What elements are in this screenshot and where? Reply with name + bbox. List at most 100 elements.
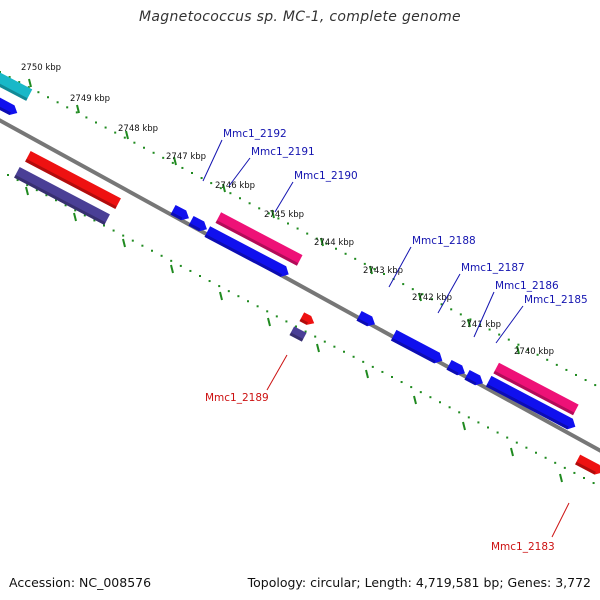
upper-ruler-dot (527, 348, 529, 351)
kbp-label: 2745 kbp (264, 210, 304, 220)
kbp-label: 2741 kbp (461, 320, 501, 330)
lower-ruler-dot (16, 179, 19, 182)
gene-blue-edge (0, 94, 18, 116)
gene-cyan-body (0, 67, 33, 101)
gene-label: Mmc1_2190 (294, 170, 358, 182)
major-tick (76, 104, 80, 114)
upper-ruler-dot (277, 217, 280, 220)
gene-pink-1 (215, 212, 303, 266)
gene-red-3-shade (575, 461, 596, 475)
upper-ruler-dot (383, 272, 385, 275)
gene-slate-2-shade (289, 332, 304, 342)
lower-ruler-dot (439, 401, 441, 404)
upper-ruler-dot (56, 101, 59, 104)
lower-ruler-dot (131, 239, 134, 242)
gene-blue-8-shade (485, 383, 569, 430)
upper-ruler-dot (488, 328, 491, 331)
upper-ruler-dot (8, 76, 11, 79)
major-tick (271, 209, 275, 219)
gene-label: Mmc1_2187 (461, 262, 525, 274)
kbp-label: 2742 kbp (412, 293, 452, 303)
major-tick (418, 292, 422, 302)
upper-ruler-dot (555, 363, 558, 366)
lower-ruler-dot (7, 174, 9, 176)
upper-ruler-dot (517, 343, 520, 346)
gene-blue-3-body (204, 226, 289, 277)
upper-ruler-dot (296, 227, 299, 230)
gene-slate-2-body (289, 326, 307, 342)
lower-ruler-dot (26, 184, 29, 187)
upper-ruler-dot (162, 156, 165, 159)
lower-ruler-dot (371, 365, 374, 368)
lower-ruler-dot (208, 280, 211, 283)
upper-ruler-dot (18, 81, 21, 84)
lower-ruler-dot (496, 431, 499, 434)
upper-ruler-dot (354, 257, 357, 260)
upper-ruler-dot (114, 131, 117, 134)
gene-blue-6-body (446, 359, 465, 376)
gene-slate-1-body (14, 166, 110, 226)
callout-line (266, 354, 288, 391)
upper-ruler-dot (469, 318, 472, 321)
upper-ruler-dot (191, 171, 193, 174)
upper-ruler-dot (258, 207, 261, 210)
lower-ruler-dot (64, 204, 67, 207)
gene-label: Mmc1_2183 (491, 541, 555, 553)
lower-ruler-dot (362, 360, 365, 363)
gene-label: Mmc1_2192 (223, 128, 287, 140)
upper-ruler-dot (440, 303, 443, 306)
lower-ruler-dot (227, 290, 230, 293)
lower-ruler-dot (506, 436, 509, 439)
gene-slate-2 (289, 326, 307, 342)
lower-ruler-dot (314, 335, 317, 338)
major-tick (516, 345, 520, 355)
upper-ruler-dot (152, 151, 155, 154)
upper-ruler-dot (66, 106, 69, 109)
gene-blue-1-body (170, 204, 189, 221)
lower-ruler-dot (74, 209, 77, 212)
gene-blue-2 (188, 215, 207, 232)
upper-ruler-dot (219, 187, 222, 190)
accession-text: Accession: NC_008576 (9, 575, 152, 590)
upper-ruler-dot (575, 373, 577, 376)
lower-ruler-dot (237, 295, 240, 298)
upper-ruler-dot (431, 298, 433, 301)
lower-ruler-dot (477, 421, 480, 424)
upper-ruler-dot (27, 86, 30, 89)
gene-blue-1-shade (170, 212, 183, 221)
gene-blue-3 (204, 226, 289, 277)
lower-ruler-dot (515, 441, 518, 444)
lower-ruler-dot (400, 381, 403, 384)
kbp-label: 2746 kbp (215, 181, 255, 191)
major-tick (173, 156, 177, 166)
gene-blue-7 (464, 369, 483, 386)
lower-ruler-dot (391, 375, 393, 378)
upper-ruler-dot (287, 222, 289, 225)
lower-ruler-dot (247, 300, 249, 303)
gene-red-1-body (25, 150, 121, 210)
kbp-label: 2750 kbp (21, 63, 61, 73)
gene-blue-5-shade (390, 337, 436, 364)
lower-ruler-dot (573, 471, 576, 474)
topology-text: Topology: circular; Length: 4,719,581 bp… (247, 575, 591, 590)
upper-ruler-dot (229, 192, 232, 195)
minor-tick (462, 421, 466, 431)
upper-ruler-dot (536, 353, 539, 356)
upper-ruler-dot (200, 177, 203, 180)
kbp-label: 2744 kbp (314, 238, 354, 248)
major-tick (467, 318, 471, 328)
upper-ruler-dot (507, 338, 510, 341)
callout-line (551, 502, 570, 538)
gene-cyan (0, 67, 33, 101)
gene-label: Mmc1_2191 (251, 146, 315, 158)
upper-ruler-dot (325, 242, 328, 245)
gene-label: Mmc1_2188 (412, 235, 476, 247)
lower-ruler-dot (45, 194, 48, 197)
upper-ruler-dot (363, 262, 366, 265)
minor-tick (25, 186, 29, 196)
upper-ruler-dot (411, 288, 414, 291)
lower-ruler-dot (112, 229, 115, 232)
gene-blue-4-shade (356, 318, 369, 327)
lower-ruler-dot (189, 269, 192, 272)
